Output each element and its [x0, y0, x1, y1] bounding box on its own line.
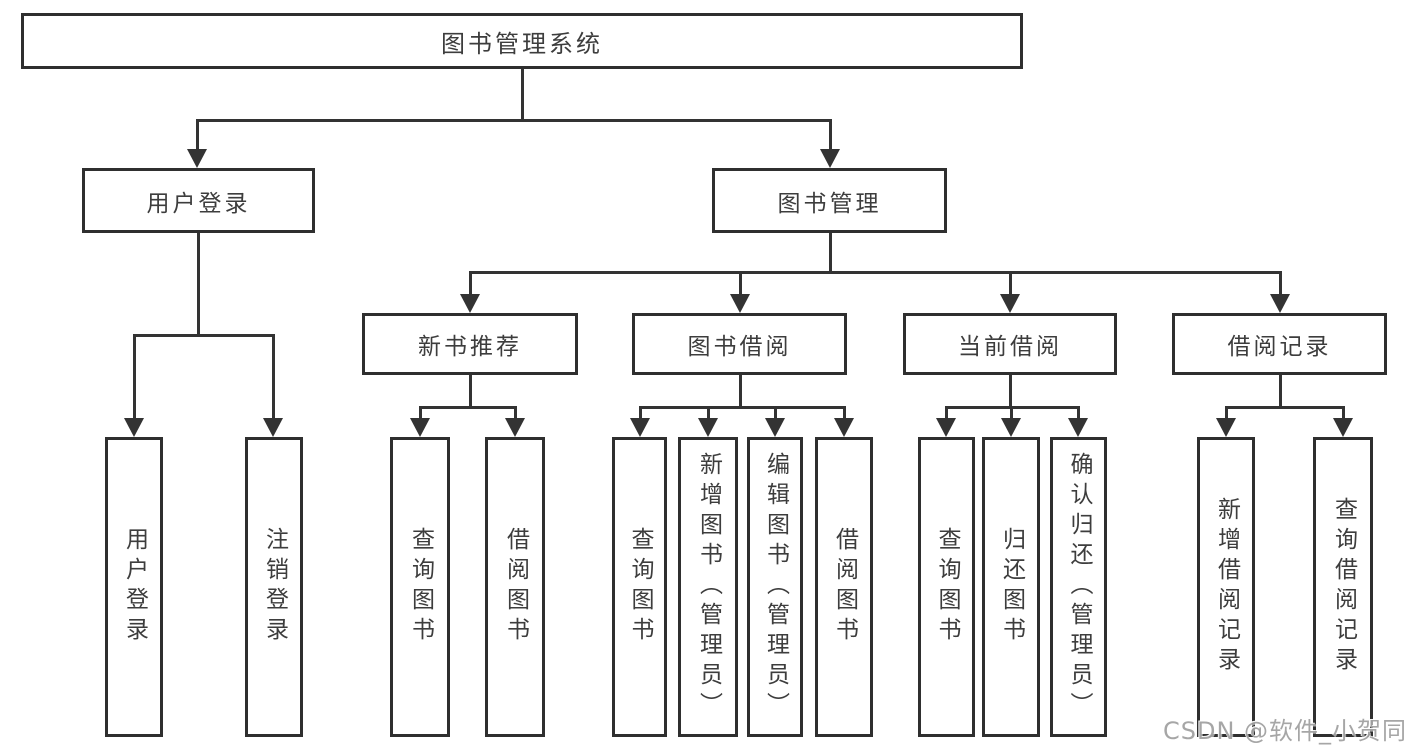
node-book-borrow: 图书借阅: [632, 313, 847, 375]
connector-line: [468, 270, 1282, 274]
node-newbooks-borrow-books: 借阅图书: [485, 437, 545, 737]
node-borrow-add-books-admin: 新增图书（管理员）: [678, 437, 738, 737]
node-root: 图书管理系统: [21, 13, 1023, 69]
arrow-down-icon: [410, 407, 430, 437]
arrow-down-icon: [1333, 407, 1353, 437]
node-label: 归还图书: [998, 527, 1025, 647]
node-user-login: 用户登录: [82, 168, 315, 233]
connector-line: [520, 68, 524, 121]
node-new-books: 新书推荐: [362, 313, 578, 375]
arrow-down-icon: [1216, 407, 1236, 437]
node-borrow-borrow-books: 借阅图书: [815, 437, 873, 737]
node-current-confirm-return-admin: 确认归还（管理员）: [1050, 437, 1107, 737]
node-label: 图书管理: [777, 190, 882, 217]
arrow-down-icon: [263, 335, 283, 437]
node-book-mgmt: 图书管理: [712, 168, 947, 233]
node-label: 查询图书: [627, 527, 653, 647]
connector-line: [1278, 375, 1282, 408]
node-label: 查询借阅记录: [1330, 497, 1357, 677]
node-label: 新增图书（管理员）: [695, 452, 722, 722]
arrow-down-icon: [1270, 272, 1290, 313]
arrow-down-icon: [505, 407, 525, 437]
node-borrow-query-books: 查询图书: [612, 437, 667, 737]
node-newbooks-query-books: 查询图书: [390, 437, 450, 737]
arrow-down-icon: [630, 407, 650, 437]
arrow-down-icon: [765, 407, 785, 437]
arrow-down-icon: [1068, 407, 1088, 437]
arrow-down-icon: [698, 407, 718, 437]
node-label: 当前借阅: [958, 334, 1062, 360]
node-label: 借阅记录: [1227, 334, 1332, 360]
node-login-user: 用户登录: [105, 437, 163, 737]
node-current-return-books: 归还图书: [982, 437, 1040, 737]
node-borrow-records: 借阅记录: [1172, 313, 1387, 375]
node-label: 用户登录: [121, 527, 148, 647]
arrow-down-icon: [187, 120, 207, 168]
connector-line: [195, 118, 832, 122]
arrow-down-icon: [1001, 407, 1021, 437]
arrow-down-icon: [936, 407, 956, 437]
connector-line: [1008, 375, 1012, 408]
node-label: 图书借阅: [687, 334, 792, 360]
arrow-down-icon: [834, 407, 854, 437]
node-label: 新增借阅记录: [1213, 497, 1240, 677]
node-label: 用户登录: [146, 190, 251, 217]
node-label: 借阅图书: [502, 527, 529, 647]
arrow-down-icon: [1000, 272, 1020, 313]
node-label: 查询图书: [934, 527, 960, 647]
node-label: 编辑图书（管理员）: [762, 452, 789, 722]
connector-line: [418, 405, 517, 409]
node-current-query-books: 查询图书: [918, 437, 975, 737]
arrow-down-icon: [124, 335, 144, 437]
connector-line: [638, 405, 846, 409]
node-records-add-record: 新增借阅记录: [1197, 437, 1255, 737]
connector-line: [132, 333, 275, 337]
node-label: 新书推荐: [418, 334, 522, 360]
node-label: 查询图书: [407, 527, 434, 647]
node-records-query-record: 查询借阅记录: [1313, 437, 1373, 737]
node-current-borrow: 当前借阅: [903, 313, 1117, 375]
node-label: 注销登录: [261, 527, 288, 647]
connector-line: [738, 375, 742, 408]
connector-line: [196, 232, 200, 336]
node-borrow-edit-books-admin: 编辑图书（管理员）: [747, 437, 803, 737]
arrow-down-icon: [820, 120, 840, 168]
node-label: 确认归还（管理员）: [1066, 452, 1092, 722]
node-label: 图书管理系统: [441, 29, 603, 58]
node-login-logout: 注销登录: [245, 437, 303, 737]
arrow-down-icon: [730, 272, 750, 313]
connector-line: [828, 233, 832, 273]
csdn-watermark: CSDN @软件_小贺同学: [1163, 717, 1405, 745]
connector-line: [1224, 405, 1345, 409]
node-label: 借阅图书: [831, 527, 858, 647]
connector-line: [468, 375, 472, 408]
arrow-down-icon: [460, 272, 480, 313]
